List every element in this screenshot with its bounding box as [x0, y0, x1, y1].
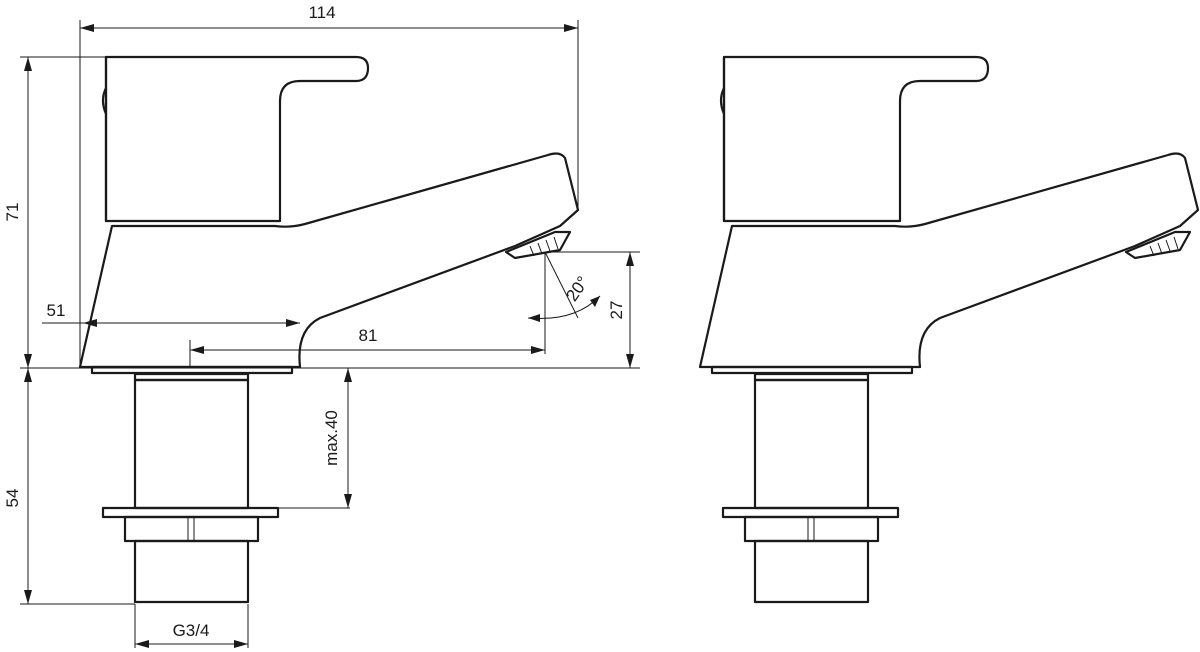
dimension-labels: 114 71 51 81 20° 27 max.40 54 G3/4: [3, 3, 626, 640]
label-thread: G3/4: [173, 621, 210, 640]
label-max-deck-thickness: max.40: [322, 410, 341, 466]
label-spout-height: 27: [607, 301, 626, 320]
tap-side-view: [698, 55, 1200, 604]
label-tail-length: 54: [3, 489, 22, 508]
spout-body: [698, 152, 1200, 369]
label-width-overall: 114: [308, 3, 335, 22]
base-flange: [90, 365, 294, 375]
tail-body: [753, 378, 870, 510]
base-flange: [710, 365, 914, 375]
back-nut: [101, 506, 280, 519]
tail-body: [133, 378, 250, 510]
aerator: [504, 230, 572, 260]
lever-handle: [104, 55, 370, 223]
lever-cap-notch: [719, 86, 726, 116]
back-nut-hex: [743, 515, 880, 543]
back-nut-hex: [123, 515, 260, 543]
lever-handle: [722, 55, 990, 223]
dimension-lines: [20, 20, 640, 648]
thread-section: [753, 539, 870, 604]
label-height-body: 71: [3, 203, 22, 222]
aerator-ribs: [529, 236, 559, 257]
spout-body: [78, 152, 580, 369]
label-spout-projection: 81: [359, 326, 378, 345]
label-base-to-lever: 51: [47, 301, 66, 320]
aerator-ribs: [1149, 236, 1179, 257]
aerator: [1124, 230, 1192, 260]
thread-section: [133, 539, 250, 604]
lever-cap-notch: [101, 86, 108, 116]
label-spout-angle: 20°: [562, 273, 592, 305]
tap-front-view: [78, 55, 580, 604]
back-nut: [721, 506, 900, 519]
